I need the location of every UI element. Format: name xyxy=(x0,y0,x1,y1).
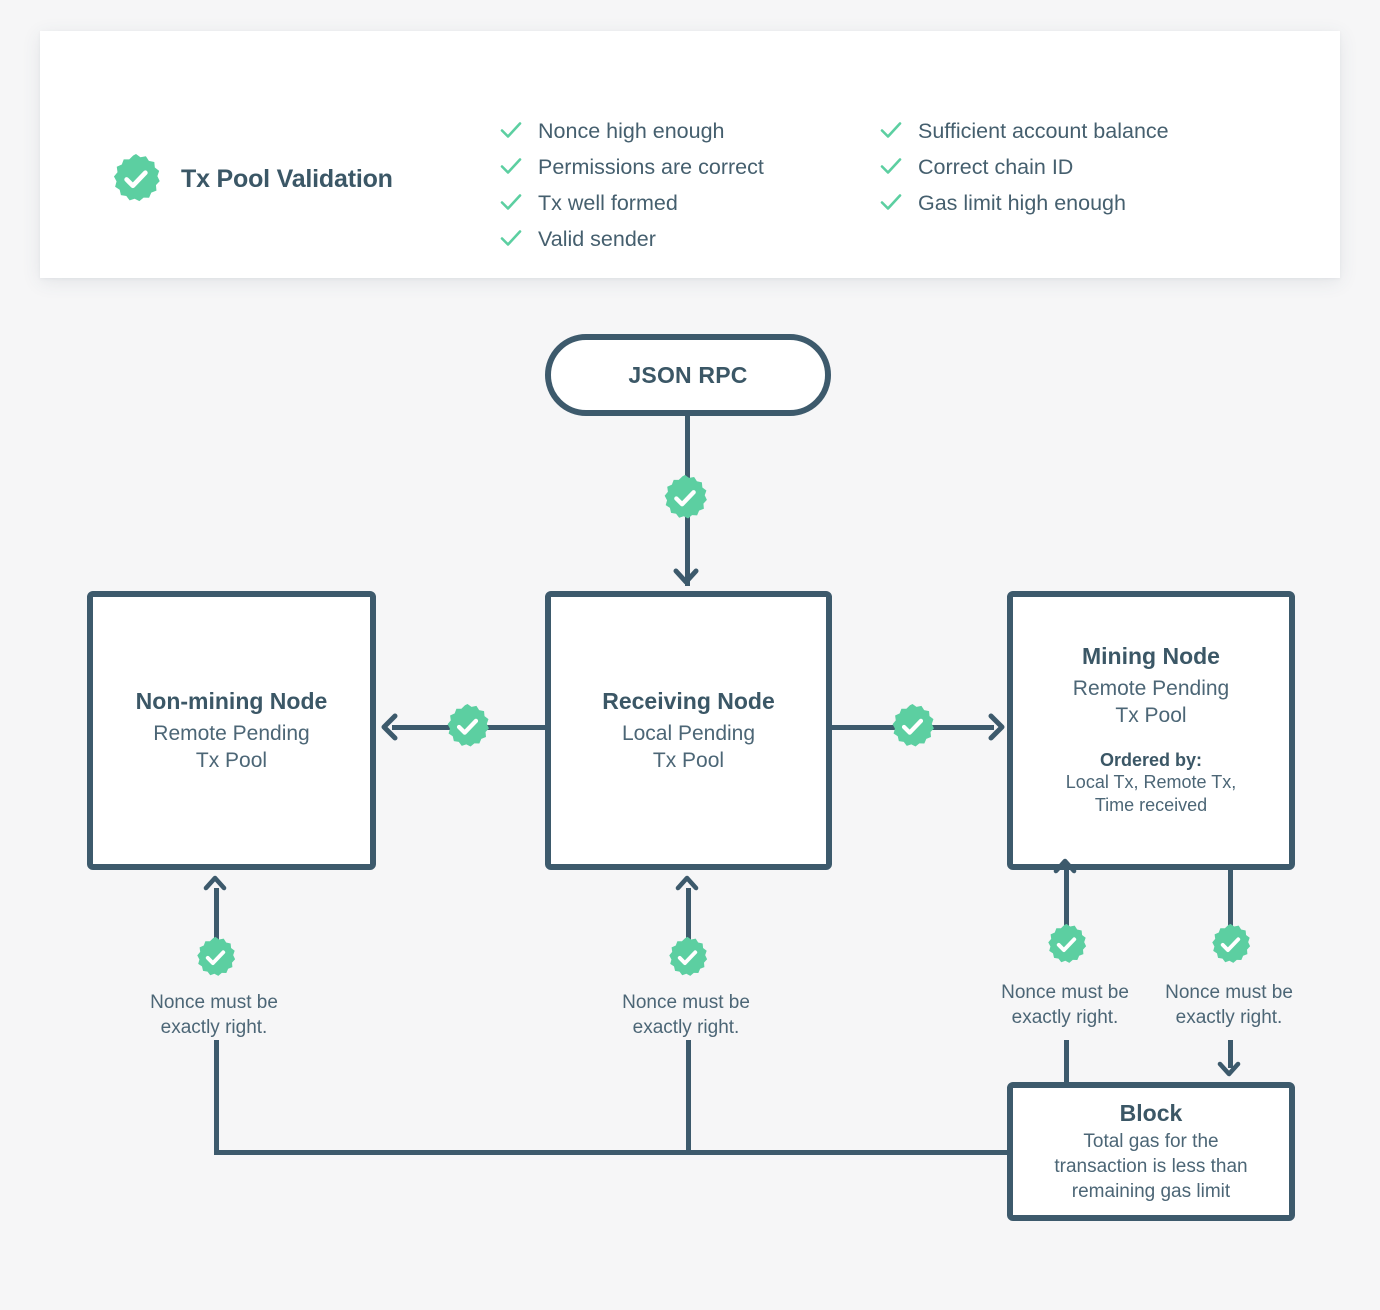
mining-node-title: Mining Node xyxy=(1082,643,1220,669)
connector-block-to-mining-lower xyxy=(1064,1040,1069,1084)
verified-check-badge-icon xyxy=(889,703,936,755)
receiving-node-subtitle: Local Pending Tx Pool xyxy=(621,721,756,772)
mining-node-subtitle: Remote Pending Tx Pool xyxy=(1072,677,1230,727)
non-mining-node-subtitle: Remote Pending Tx Pool xyxy=(153,721,310,772)
connector-block-to-non-mining-lower xyxy=(214,1040,219,1152)
validation-title: Tx Pool Validation xyxy=(181,164,393,193)
mining-node: Mining Node Remote Pending Tx Pool Order… xyxy=(1007,591,1295,870)
verified-check-badge-icon xyxy=(194,936,237,984)
validation-list-item: Valid sender xyxy=(500,225,764,261)
validation-list-item: Tx well formed xyxy=(500,189,764,225)
nonce-note-non-mining: Nonce must be exactly right. xyxy=(150,992,278,1038)
connector-mining-to-block-upper xyxy=(1228,868,1233,946)
validation-list-item: Correct chain ID xyxy=(880,153,1169,189)
tx-pool-validation-card: Tx Pool Validation Nonce high enough Per… xyxy=(40,31,1340,278)
validation-list-item: Nonce high enough xyxy=(500,117,764,153)
validation-list-item-label: Correct chain ID xyxy=(918,155,1074,179)
connector-block-to-mining-upper xyxy=(1064,868,1069,946)
connector-block-return-bus xyxy=(214,1150,1009,1155)
validation-list-item: Sufficient account balance xyxy=(880,117,1169,153)
arrow-up-to-mining xyxy=(1053,855,1077,879)
mining-node-ordered-by-label: Ordered by: xyxy=(1099,750,1203,770)
nonce-note-mining: Nonce must be exactly right. xyxy=(1001,982,1129,1028)
check-icon xyxy=(500,121,522,139)
connector-block-to-receiving-lower xyxy=(686,1040,691,1152)
validation-list-item: Permissions are correct xyxy=(500,153,764,189)
verified-check-badge-icon xyxy=(661,474,709,527)
validation-list-item-label: Permissions are correct xyxy=(538,155,764,179)
validation-list-item-label: Nonce high enough xyxy=(538,119,725,143)
receiving-node-title: Receiving Node xyxy=(602,687,775,714)
verified-check-badge-icon xyxy=(110,153,162,205)
validation-list-item-label: Valid sender xyxy=(538,227,656,251)
block-node-title: Block xyxy=(1119,1099,1183,1126)
check-icon xyxy=(880,157,902,175)
connector-block-to-receiving-upper xyxy=(686,888,691,966)
verified-check-badge-icon xyxy=(1045,923,1088,971)
arrow-up-to-receiving xyxy=(675,872,699,896)
validation-list-column-left: Nonce high enough Permissions are correc… xyxy=(500,117,764,261)
check-icon xyxy=(880,121,902,139)
nonce-note-receiving: Nonce must be exactly right. xyxy=(622,992,750,1038)
verified-check-badge-icon xyxy=(666,936,709,984)
check-icon xyxy=(500,157,522,175)
block-node-subtitle: Total gas for the transaction is less th… xyxy=(1054,1130,1248,1202)
verified-check-badge-icon xyxy=(1209,923,1252,971)
validation-list-column-right: Sufficient account balance Correct chain… xyxy=(880,117,1169,225)
arrow-down-to-receiving xyxy=(672,561,700,589)
block-node: Block Total gas for the transaction is l… xyxy=(1007,1082,1295,1221)
validation-list-item-label: Sufficient account balance xyxy=(918,119,1169,143)
json-rpc-node: JSON RPC xyxy=(545,334,831,416)
connector-mining-to-block-lower xyxy=(1228,1040,1233,1068)
arrow-right-to-mining xyxy=(981,713,1009,741)
non-mining-node: Non-mining Node Remote Pending Tx Pool xyxy=(87,591,376,870)
arrow-up-to-non-mining xyxy=(203,872,227,896)
arrow-down-to-block xyxy=(1217,1056,1241,1080)
check-icon xyxy=(500,229,522,247)
mining-node-ordered-by-value: Local Tx, Remote Tx, Time received xyxy=(1065,772,1237,815)
connector-block-to-non-mining-upper xyxy=(214,888,219,966)
validation-title-group: Tx Pool Validation xyxy=(110,153,393,205)
json-rpc-label: JSON RPC xyxy=(628,361,748,388)
non-mining-node-title: Non-mining Node xyxy=(135,687,328,714)
validation-list-item: Gas limit high enough xyxy=(880,189,1169,225)
verified-check-badge-icon xyxy=(444,703,491,755)
check-icon xyxy=(880,193,902,211)
validation-list-item-label: Tx well formed xyxy=(538,191,678,215)
nonce-note-block: Nonce must be exactly right. xyxy=(1165,982,1293,1028)
validation-list-item-label: Gas limit high enough xyxy=(918,191,1126,215)
receiving-node: Receiving Node Local Pending Tx Pool xyxy=(545,591,832,870)
arrow-left-to-non-mining xyxy=(377,713,405,741)
check-icon xyxy=(500,193,522,211)
